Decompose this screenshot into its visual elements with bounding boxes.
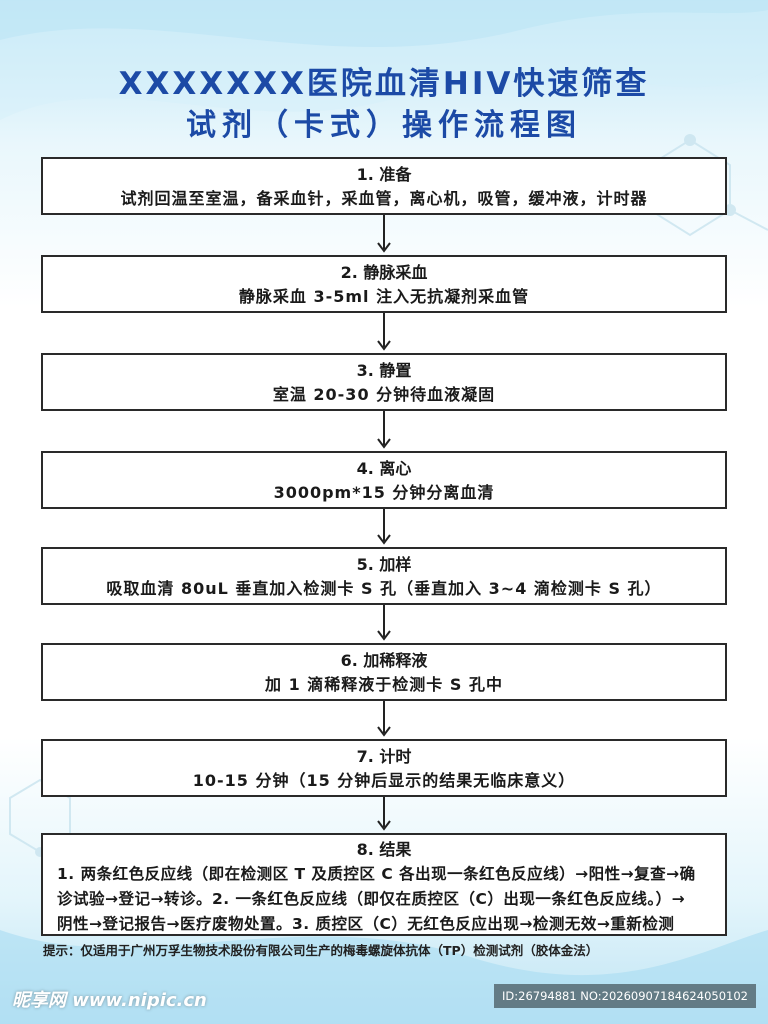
step-detail-line: 1. 两条红色反应线（即在检测区 T 及质控区 C 各出现一条红色反应线）→阳性… (57, 865, 696, 883)
footnote: 提示：仅适用于广州万孚生物技术股份有限公司生产的梅毒螺旋体抗体（TP）检测试剂（… (43, 943, 599, 958)
flow-arrow (377, 701, 391, 737)
flow-arrow (377, 797, 391, 831)
page-title-line-2: 试剂（卡式）操作流程图 (186, 108, 582, 143)
flow-arrow (377, 509, 391, 545)
step-heading: 2. 静脉采血 (340, 263, 428, 282)
step-box-add-diluent: 6. 加稀释液 加 1 滴稀释液于检测卡 S 孔中 (41, 643, 727, 701)
step-detail: 3000pm*15 分钟分离血清 (273, 483, 495, 502)
step-detail-line: 诊试验→登记→转诊。2. 一条红色反应线（即仅在质控区（C）出现一条红色反应线。… (57, 890, 686, 908)
step-detail-line: 阴性→登记报告→医疗废物处置。3. 质控区（C）无红色反应出现→检测无效→重新检… (57, 915, 675, 933)
step-heading: 7. 计时 (356, 747, 412, 766)
step-detail: 加 1 滴稀释液于检测卡 S 孔中 (265, 675, 503, 694)
page-title-line-1: XXXXXXX医院血清HIV快速筛查 (118, 66, 650, 102)
step-detail: 室温 20-30 分钟待血液凝固 (272, 385, 496, 404)
step-box-result: 8. 结果 1. 两条红色反应线（即在检测区 T 及质控区 C 各出现一条红色反… (41, 833, 727, 936)
step-box-timing: 7. 计时 10-15 分钟（15 分钟后显示的结果无临床意义） (41, 739, 727, 797)
step-heading: 1. 准备 (356, 165, 412, 184)
step-heading: 8. 结果 (356, 840, 412, 859)
step-heading: 5. 加样 (356, 555, 412, 574)
watermark-id: ID:26794881 NO:20260907184624050102 (494, 984, 756, 1008)
step-detail: 吸取血清 80uL 垂直加入检测卡 S 孔（垂直加入 3~4 滴检测卡 S 孔） (106, 579, 662, 598)
step-box-prepare: 1. 准备 试剂回温至室温，备采血针，采血管，离心机，吸管，缓冲液，计时器 (41, 157, 727, 215)
step-heading: 6. 加稀释液 (340, 651, 428, 670)
step-box-venous-blood: 2. 静脉采血 静脉采血 3-5ml 注入无抗凝剂采血管 (41, 255, 727, 313)
step-detail: 10-15 分钟（15 分钟后显示的结果无临床意义） (192, 771, 576, 790)
watermark-logo: 昵享网 www.nipic.cn (12, 990, 207, 1011)
flow-arrow (377, 411, 391, 449)
flow-arrow (377, 215, 391, 253)
flow-arrow (377, 313, 391, 351)
step-box-centrifuge: 4. 离心 3000pm*15 分钟分离血清 (41, 451, 727, 509)
step-box-add-sample: 5. 加样 吸取血清 80uL 垂直加入检测卡 S 孔（垂直加入 3~4 滴检测… (41, 547, 727, 605)
step-detail: 试剂回温至室温，备采血针，采血管，离心机，吸管，缓冲液，计时器 (120, 189, 648, 208)
step-box-stand: 3. 静置 室温 20-30 分钟待血液凝固 (41, 353, 727, 411)
flow-arrow (377, 605, 391, 641)
step-detail: 静脉采血 3-5ml 注入无抗凝剂采血管 (238, 287, 530, 306)
step-heading: 4. 离心 (356, 459, 412, 478)
step-heading: 3. 静置 (356, 361, 412, 380)
